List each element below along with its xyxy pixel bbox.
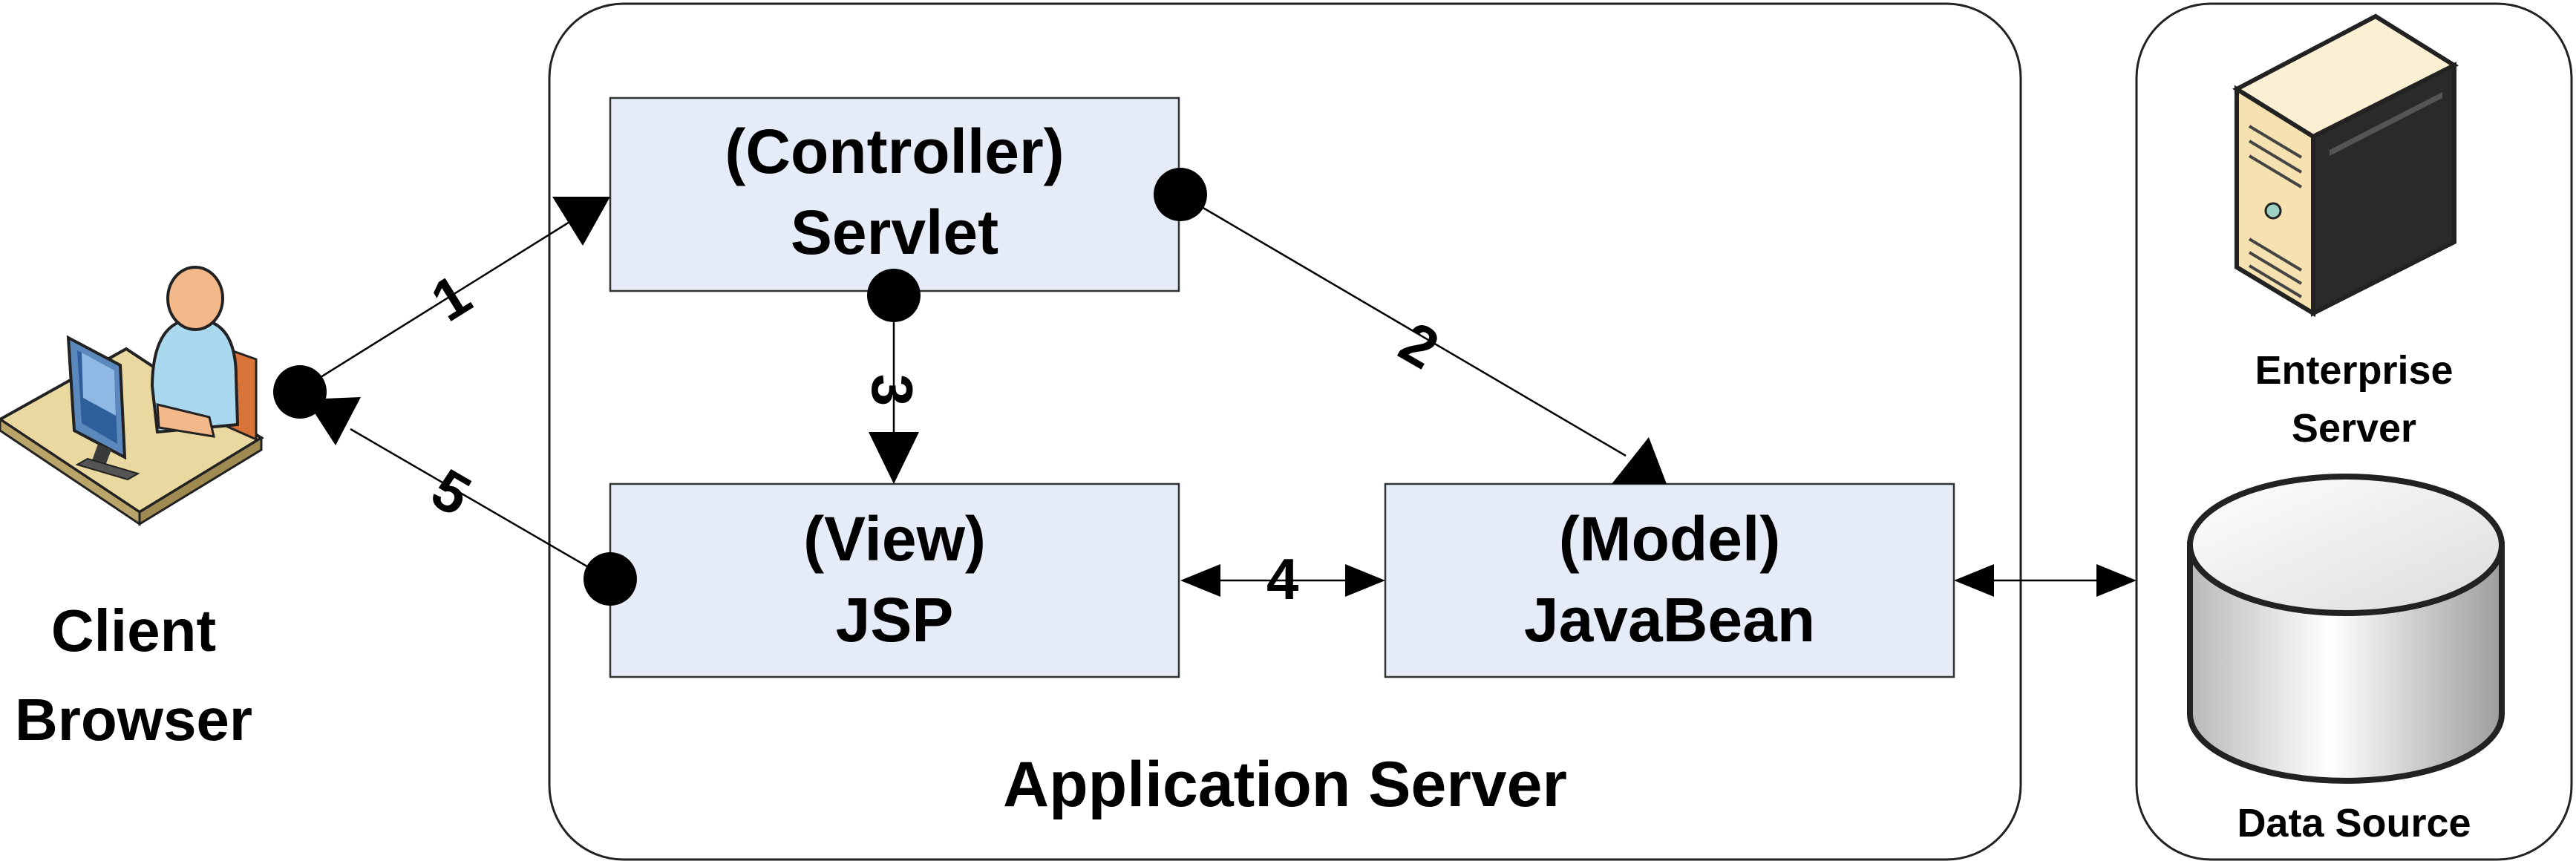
arrowhead-4-right <box>1345 564 1385 597</box>
step-4-label: 4 <box>1266 546 1299 612</box>
server-tower-icon <box>2232 13 2459 318</box>
client-browser-label: Client Browser <box>0 586 267 765</box>
view-box <box>609 482 1180 678</box>
client-line1: Client <box>50 598 217 664</box>
enterprise-line1: Enterprise <box>2255 348 2454 393</box>
arrowhead-4-left <box>1180 564 1220 597</box>
arrow-1-line <box>296 211 586 393</box>
database-cylinder-icon <box>2187 474 2505 784</box>
source-dots <box>273 168 1207 606</box>
application-server-label: Application Server <box>1003 749 1567 820</box>
arrowhead-data-left <box>1954 564 1994 597</box>
controller-label: (Controller) Servlet <box>610 111 1179 273</box>
dot-controller-right <box>1154 168 1207 221</box>
data-source-label: Data Source <box>2237 801 2471 845</box>
arrowhead-2 <box>1612 437 1667 484</box>
controller-role: (Controller) <box>725 117 1065 186</box>
step-3-label: 3 <box>860 373 926 407</box>
user-at-computer-icon <box>0 266 264 526</box>
dot-client <box>273 365 327 419</box>
arrowhead-data-right <box>2096 564 2137 597</box>
view-role: (View) <box>803 504 986 574</box>
dot-view-left <box>583 552 637 606</box>
arrowheads <box>306 197 2137 597</box>
controller-name: Servlet <box>790 197 999 268</box>
arrow-2-line <box>1180 193 1627 457</box>
dot-controller-bottom <box>867 269 921 322</box>
model-role: (Model) <box>1558 504 1781 574</box>
enterprise-line2: Server <box>2291 406 2417 451</box>
client-line2: Browser <box>14 687 253 753</box>
model-box <box>1384 482 1955 678</box>
view-name: JSP <box>835 585 954 655</box>
arrow-5-line <box>350 428 609 580</box>
connectors <box>296 193 2097 582</box>
model-name: JavaBean <box>1523 585 1816 655</box>
model-label: (Model) JavaBean <box>1385 499 1954 661</box>
enterprise-server-label: Enterprise Server <box>2137 341 2572 458</box>
view-label: (View) JSP <box>610 499 1179 661</box>
arrowhead-1 <box>552 197 610 246</box>
arrowhead-3 <box>869 432 919 484</box>
